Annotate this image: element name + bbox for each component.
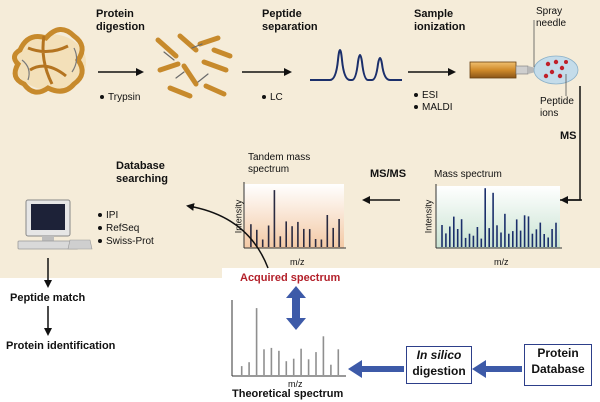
peptide-match-label: Peptide match bbox=[10, 292, 86, 304]
computer-icon bbox=[17, 199, 93, 250]
sample-ionization-title: Sample ionization bbox=[414, 8, 466, 33]
spray-needle-label: Spray needle bbox=[536, 6, 567, 29]
theoretical-xlabel: m/z bbox=[288, 379, 303, 389]
peptide-ions-label: Peptide ions bbox=[540, 96, 574, 119]
ipi-bullet: IPI bbox=[98, 210, 118, 222]
mass-spectrum-xlabel: m/z bbox=[494, 257, 509, 267]
lc-chromatogram-trace bbox=[310, 49, 402, 81]
mass-spectrum-ylabel: Intensity bbox=[423, 199, 434, 234]
tandem-spectrum-xlabel: m/z bbox=[290, 257, 305, 267]
peptide-separation-title: Peptide separation bbox=[262, 8, 318, 33]
arrow-insilico-to-theoretical bbox=[348, 360, 404, 378]
ms-label: MS bbox=[560, 130, 577, 142]
acquired-spectrum-label: Acquired spectrum bbox=[240, 272, 341, 284]
database-searching-title: Database searching bbox=[116, 160, 168, 185]
esi-bullet: ESI bbox=[414, 90, 438, 102]
refseq-bullet: RefSeq bbox=[98, 223, 139, 235]
mass-spectrum-title: Mass spectrum bbox=[434, 169, 502, 180]
arrow-tandem-to-database bbox=[186, 203, 269, 269]
msms-label: MS/MS bbox=[370, 168, 407, 180]
swissprot-bullet: Swiss-Prot bbox=[98, 236, 154, 248]
arrow-database-to-insilico bbox=[472, 360, 522, 378]
spray-needle-icon bbox=[469, 20, 579, 96]
protein-digestion-title: Protein digestion bbox=[96, 8, 145, 33]
tandem-spectrum-plot bbox=[243, 182, 346, 249]
double-arrow-compare-icon bbox=[286, 286, 306, 330]
trypsin-bullet: Trypsin bbox=[100, 92, 140, 104]
mass-spectrum-plot bbox=[435, 184, 562, 249]
lc-bullet: LC bbox=[262, 92, 283, 104]
in-silico-digestion-box: In silico digestion bbox=[406, 346, 472, 384]
protein-identification-label: Protein identification bbox=[6, 340, 116, 352]
folded-protein-icon bbox=[12, 27, 86, 95]
tandem-spectrum-ylabel: Intensity bbox=[233, 199, 244, 234]
tandem-spectrum-title: Tandem mass spectrum bbox=[248, 152, 311, 175]
theoretical-spectrum-label: Theoretical spectrum bbox=[232, 388, 344, 400]
protein-database-box: Protein Database bbox=[524, 344, 592, 386]
peptide-fragments-icon bbox=[155, 33, 233, 99]
theoretical-spectrum-plot bbox=[231, 300, 346, 377]
maldi-bullet: MALDI bbox=[414, 102, 453, 114]
